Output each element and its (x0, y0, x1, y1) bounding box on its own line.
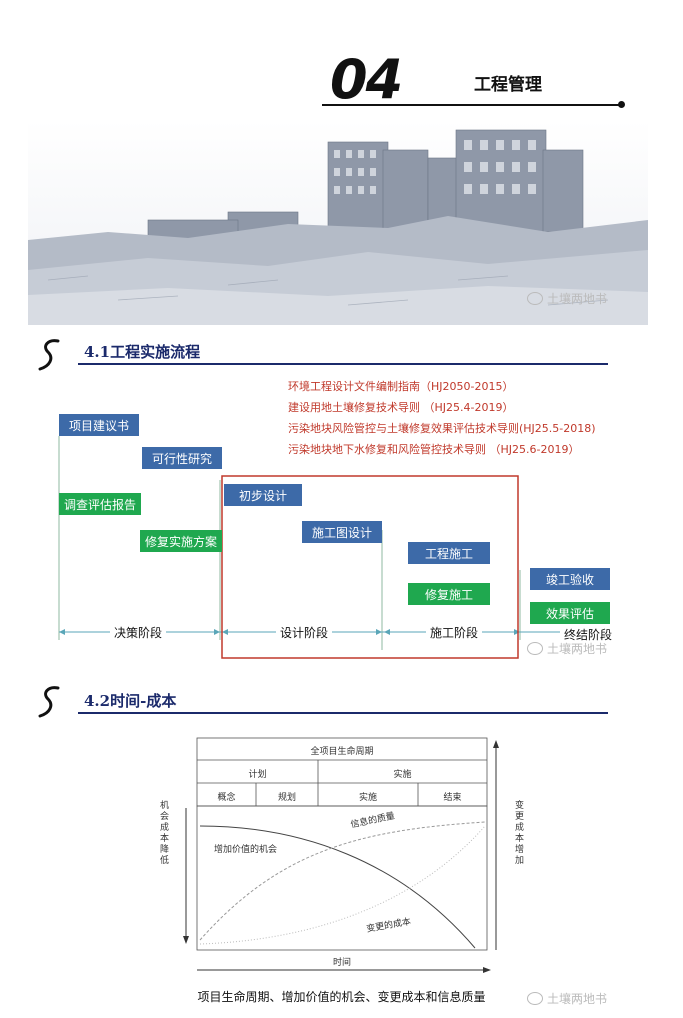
subphase-implement: 实施 (358, 793, 377, 803)
section-s-icon (38, 686, 60, 718)
stage-decision: 决策阶段 (110, 624, 167, 641)
diagram-caption: 项目生命周期、增加价值的机会、变更成本和信息质量 (197, 990, 486, 1004)
section-1-title: 4.1工程实施流程 (84, 343, 201, 361)
proposal-box: 项目建议书 (59, 414, 139, 436)
watermark-text: 土壤两地书 (547, 642, 608, 656)
reference-4: 污染地块地下水修复和风险管控技术导则 （HJ25.6-2019） (288, 443, 580, 456)
section-2-rule (78, 712, 608, 714)
right-axis-label: 变更成本增加 (513, 800, 523, 866)
completion-acceptance-box: 竣工验收 (530, 568, 610, 590)
phase-implement: 实施 (393, 770, 412, 780)
header-rule (322, 104, 622, 106)
wechat-icon (527, 292, 543, 305)
reference-1: 环境工程设计文件编制指南（HJ2050-2015） (288, 380, 514, 393)
section-s-icon (38, 339, 60, 371)
subphase-concept: 概念 (217, 793, 236, 803)
factory-ruins-image (28, 120, 648, 325)
reference-2: 建设用地土壤修复技术导则 （HJ25.4-2019） (288, 401, 514, 414)
watermark-text: 土壤两地书 (547, 992, 608, 1006)
remediation-construction-box: 修复施工 (408, 583, 490, 605)
remediation-plan-box: 修复实施方案 (140, 530, 222, 552)
wechat-icon (527, 992, 543, 1005)
feasibility-box: 可行性研究 (142, 447, 222, 469)
stage-design: 设计阶段 (276, 624, 333, 641)
stage-construction: 施工阶段 (426, 624, 483, 641)
engineering-construction-box: 工程施工 (408, 542, 490, 564)
phase-plan: 计划 (248, 770, 267, 780)
reference-3: 污染地块风险管控与土壤修复效果评估技术导则(HJ25.5-2018) (288, 422, 596, 435)
watermark-1: 土壤两地书 (527, 290, 607, 307)
lifecycle-header: 全项目生命周期 (310, 747, 374, 757)
chapter-number: 04 (330, 48, 403, 111)
watermark-text: 土壤两地书 (547, 292, 608, 306)
watermark-3: 土壤两地书 (527, 990, 607, 1007)
curve-label-value: 增加价值的机会 (214, 845, 278, 855)
wechat-icon (527, 642, 543, 655)
chapter-title: 工程管理 (474, 75, 542, 95)
preliminary-design-box: 初步设计 (224, 484, 302, 506)
header-dot (618, 101, 625, 108)
effect-evaluation-box: 效果评估 (530, 602, 610, 624)
section-1-rule (78, 363, 608, 365)
x-axis-label: 时间 (332, 958, 351, 968)
subphase-end: 结束 (443, 793, 462, 803)
investigation-box: 调查评估报告 (59, 493, 141, 515)
watermark-2: 土壤两地书 (527, 640, 607, 657)
stage-final: 终结阶段 (560, 626, 617, 643)
subphase-planning: 规划 (277, 793, 296, 803)
section-2-title: 4.2时间-成本 (84, 692, 177, 710)
left-axis-label: 机会成本降低 (158, 800, 168, 866)
construction-drawing-box: 施工图设计 (302, 521, 382, 543)
